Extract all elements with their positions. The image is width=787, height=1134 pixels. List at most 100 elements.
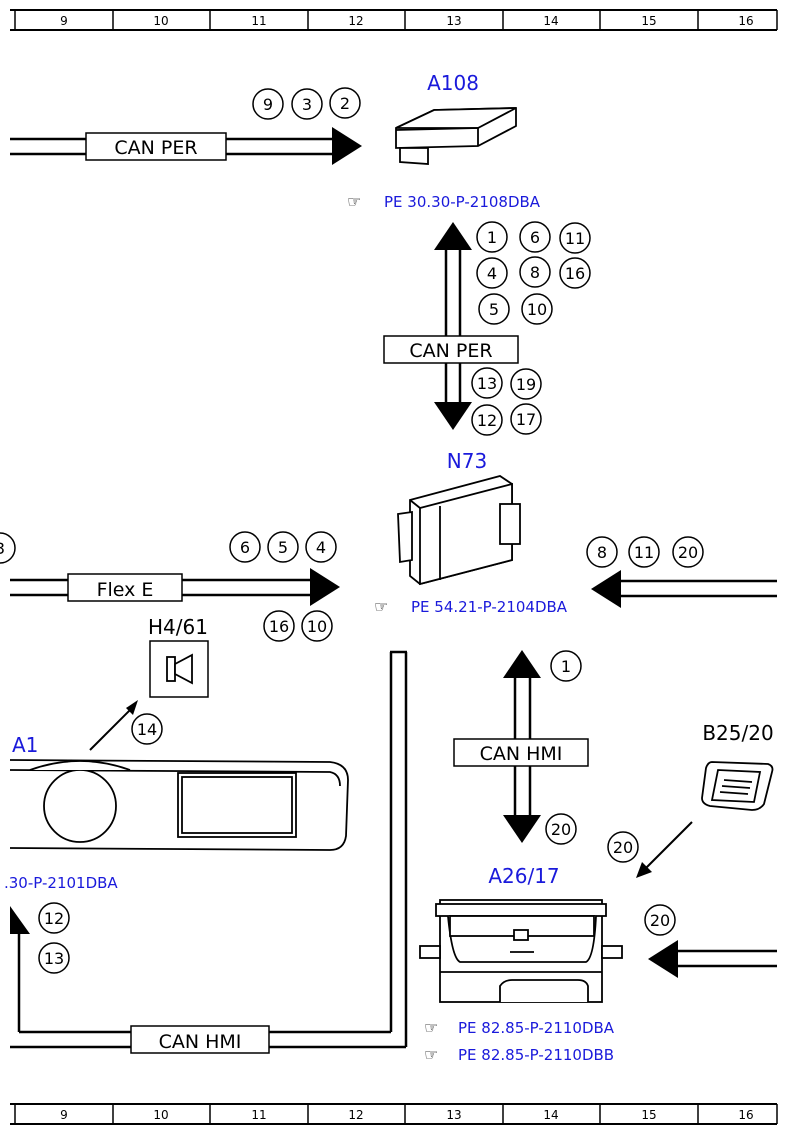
pointing-hand-icon: ☞ [347,192,361,211]
a26-references: ☞ PE 82.85-P-2110DBA ☞ PE 82.85-P-2110DB… [424,1018,615,1064]
can-hmi-vertical-label: CAN HMI [480,743,563,765]
pointing-hand-icon: ☞ [424,1018,438,1037]
a108-label: A108 [427,71,479,95]
signal-20: 20 [613,838,633,857]
a1-left-signals: 12 13 [38,902,70,974]
b25-20-label: B25/20 [702,721,773,745]
a108-module-icon [395,107,517,165]
ruler-top-12: 12 [348,14,363,28]
ruler-bottom: 9 10 11 12 13 14 15 16 [10,1103,778,1125]
signal-4: 4 [487,264,497,283]
arrow-left-icon [591,570,621,608]
signal-13: 13 [477,374,497,393]
n73-right-signals: 8 11 20 [586,536,704,568]
ruler-bottom-10: 10 [153,1108,168,1122]
a26-ref-text-2: PE 82.85-P-2110DBB [458,1046,614,1064]
arrow-down-icon [434,402,472,430]
arrow-up-icon [434,222,472,250]
a108-reference: ☞ PE 30.30-P-2108DBA [347,192,541,211]
signal-20: 20 [678,543,698,562]
ruler-top-15: 15 [641,14,656,28]
arrow-diagonal-icon [636,862,652,878]
arrow-up-icon [10,906,30,934]
signal-16: 16 [565,264,585,283]
ruler-bottom-9: 9 [60,1108,68,1122]
signal-11: 11 [565,229,585,248]
can-hmi-bottom-label: CAN HMI [159,1031,242,1053]
n73-ref-text: PE 54.21-P-2104DBA [411,598,568,616]
a26-right-bus: 20 [644,904,777,978]
signal-11: 11 [634,543,654,562]
signal-partial: 3 [0,539,5,558]
ruler-bottom-16: 16 [738,1108,753,1122]
n73-label: N73 [447,449,487,473]
arrow-diagonal-icon [126,700,138,715]
can-hmi-vertical-bus: CAN HMI [453,650,589,843]
signal-5: 5 [489,300,499,319]
arrow-left-icon [648,940,678,978]
signal-3: 3 [302,95,312,114]
can-hmi-bottom-bus: CAN HMI [10,650,408,1054]
signal-12: 12 [477,411,497,430]
per-down-signals: 13 19 12 17 [471,367,542,436]
ruler-top-10: 10 [153,14,168,28]
signal-8: 8 [530,263,540,282]
signal-20: 20 [551,820,571,839]
signal-8: 8 [597,543,607,562]
ruler-top-13: 13 [446,14,461,28]
signal-10: 10 [307,617,327,636]
signal-6: 6 [240,538,250,557]
can-per-top-bus: CAN PER [10,127,362,165]
signal-20: 20 [650,911,670,930]
arrow-right-icon [310,568,340,606]
signal-12: 12 [44,909,64,928]
pointing-hand-icon: ☞ [424,1045,438,1064]
ruler-bottom-13: 13 [446,1108,461,1122]
a1-label: A1 [12,733,38,757]
signal-5: 5 [278,538,288,557]
n73-reference: ☞ PE 54.21-P-2104DBA [374,597,568,616]
arrow-down-icon [503,815,541,843]
signal-2: 2 [340,94,350,113]
ruler-bottom-11: 11 [251,1108,266,1122]
ruler-top: 9 10 11 12 13 14 15 16 [10,9,778,31]
h4-61-label: H4/61 [148,615,208,639]
speaker-icon [149,640,209,698]
flex-signals: 3 6 5 4 16 10 [0,531,337,642]
signal-17: 17 [516,410,536,429]
signal-1: 1 [487,228,497,247]
a108-in-signals: 9 3 2 [252,87,361,120]
arrow-right-icon [332,127,362,165]
signal-4: 4 [316,538,326,557]
pointing-hand-icon: ☞ [374,597,388,616]
can-per-vertical-label: CAN PER [409,340,492,362]
signal-1: 1 [561,657,571,676]
ruler-top-14: 14 [543,14,558,28]
h4-arrow: 14 [89,700,163,751]
b25-20-sensor-icon [701,761,774,811]
arrow-up-icon [503,650,541,678]
ruler-top-9: 9 [60,14,68,28]
b25-arrow: 20 [607,821,693,878]
n73-module-icon [397,475,521,586]
can-per-top-label: CAN PER [114,137,197,159]
signal-16: 16 [269,617,289,636]
per-up-signals: 1 6 11 4 8 16 5 10 [476,221,591,325]
signal-13: 13 [44,949,64,968]
ruler-top-11: 11 [251,14,266,28]
n73-right-bus [591,570,777,608]
signal-9: 9 [263,95,273,114]
flex-e-label: Flex E [97,579,154,601]
ruler-top-16: 16 [738,14,753,28]
a1-ref-text: .30-P-2101DBA [4,874,118,892]
a26-17-label: A26/17 [488,864,559,888]
a1-cluster-icon [9,759,349,851]
ruler-bottom-12: 12 [348,1108,363,1122]
signal-10: 10 [527,300,547,319]
flex-e-bus: Flex E [10,568,340,606]
can-per-vertical-bus: CAN PER [383,222,519,430]
ruler-bottom-14: 14 [543,1108,558,1122]
a108-ref-text: PE 30.30-P-2108DBA [384,193,541,211]
a26-ref-text-1: PE 82.85-P-2110DBA [458,1019,615,1037]
